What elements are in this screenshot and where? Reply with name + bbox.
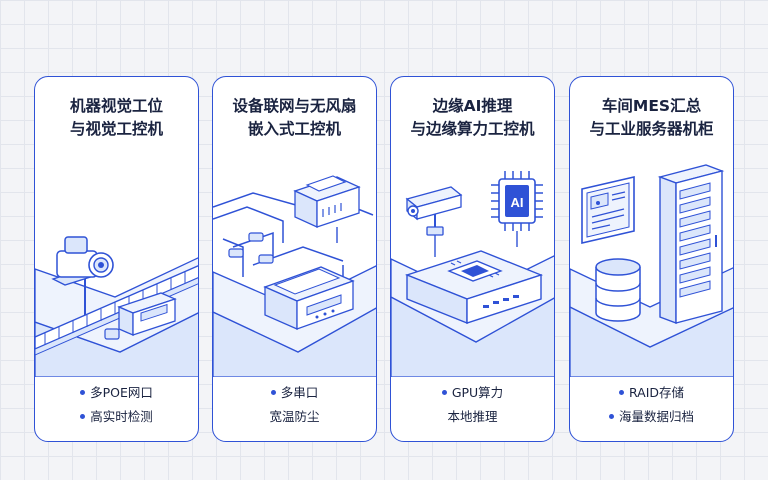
card-title: 机器视觉工位 与视觉工控机	[35, 95, 198, 141]
feature-list: 多串口 宽温防尘	[213, 381, 376, 429]
feature-item: RAID存储	[570, 381, 733, 405]
card-title: 设备联网与无风扇 嵌入式工控机	[213, 95, 376, 141]
title-line-2: 嵌入式工控机	[247, 120, 341, 138]
bullet-dot	[270, 390, 276, 395]
title-line-2: 与工业服务器机柜	[589, 120, 714, 138]
edge-computing-box-icon	[404, 250, 544, 325]
mes-server-illustration	[570, 164, 733, 377]
title-line-1: 边缘AI推理	[432, 97, 513, 115]
networked-device-icon	[293, 175, 361, 243]
card-title: 边缘AI推理 与边缘算力工控机	[391, 95, 554, 141]
title-line-1: 机器视觉工位	[69, 97, 163, 115]
database-icon	[595, 258, 641, 322]
edge-ai-illustration: AI	[391, 171, 554, 377]
vision-box-pc-icon	[104, 292, 177, 340]
title-line-2: 与边缘算力工控机	[410, 120, 535, 138]
feature-item: 海量数据归档	[570, 405, 733, 429]
card-title: 车间MES汇总 与工业服务器机柜	[570, 95, 733, 141]
feature-list: 多POE网口 高实时检测	[35, 381, 198, 429]
industrial-camera-icon	[51, 236, 114, 315]
bullet-dot	[608, 414, 614, 419]
feature-item: 多串口	[213, 381, 376, 405]
ai-chip-label: AI	[511, 195, 524, 210]
title-line-1: 设备联网与无风扇	[232, 97, 357, 115]
networking-illustration	[213, 175, 376, 377]
card-workshop-mes: 车间MES汇总 与工业服务器机柜	[569, 76, 734, 442]
card-device-networking: 设备联网与无风扇 嵌入式工控机	[212, 76, 377, 442]
bullet-dot	[80, 390, 86, 395]
bullet-dot	[441, 390, 447, 395]
bullet-dot	[618, 390, 624, 395]
server-rack-icon	[657, 164, 725, 325]
title-line-2: 与视觉工控机	[69, 120, 163, 138]
feature-item: 高实时检测	[35, 405, 198, 429]
fanless-pc-icon	[263, 266, 355, 330]
feature-list: RAID存储 海量数据归档	[570, 381, 733, 429]
bullet-dot	[80, 414, 86, 419]
feature-item: GPU算力	[391, 381, 554, 405]
feature-list: GPU算力 本地推理	[391, 381, 554, 429]
security-camera-icon	[405, 186, 463, 236]
cable-connectors	[228, 232, 274, 264]
feature-item: 本地推理	[447, 409, 498, 424]
dashboard-monitor-icon	[581, 175, 635, 245]
card-vision-station: 机器视觉工位 与视觉工控机	[34, 76, 199, 442]
title-line-1: 车间MES汇总	[601, 97, 702, 115]
ai-chip-icon: AI	[491, 171, 543, 231]
feature-item: 多POE网口	[35, 381, 198, 405]
card-edge-ai: 边缘AI推理 与边缘算力工控机 AI	[390, 76, 555, 442]
feature-item: 宽温防尘	[269, 409, 320, 424]
vision-station-illustration	[35, 236, 198, 377]
